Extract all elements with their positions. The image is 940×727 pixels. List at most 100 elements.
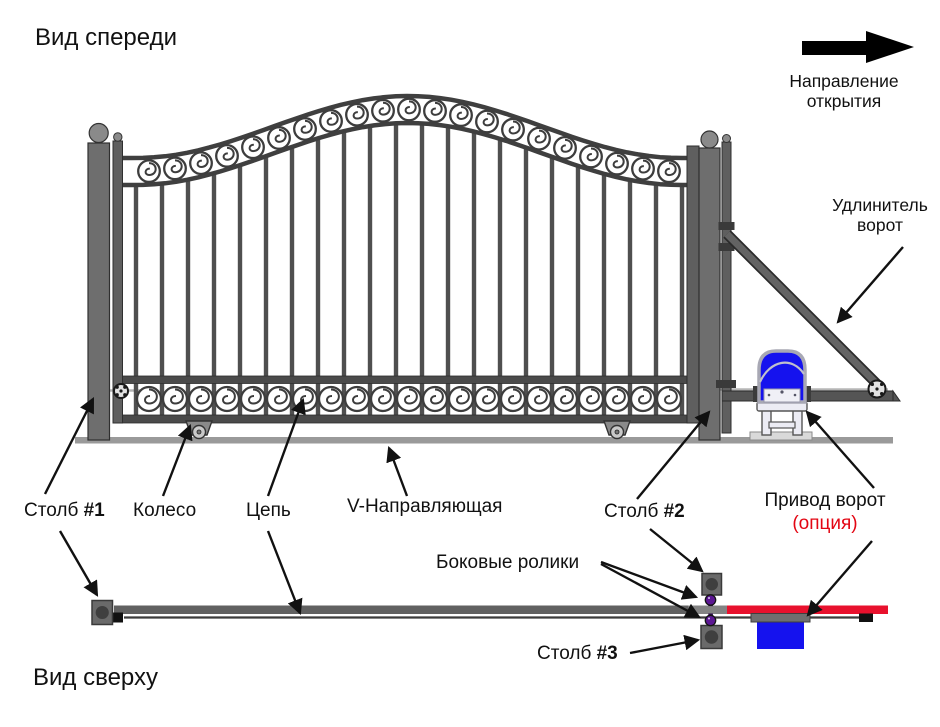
wheel-hub [196, 429, 202, 435]
scroll-curl [222, 388, 236, 405]
chain-pointer-down [266, 530, 303, 616]
gate-bar [263, 155, 269, 420]
bolt-plate [718, 243, 735, 251]
post-2-ball [700, 130, 719, 149]
post-3-top-view-core [704, 630, 719, 644]
sprocket-bolt [123, 393, 127, 397]
post1-pointer-down [58, 530, 99, 597]
gate-bar [549, 155, 555, 420]
label-drive-option: (опция) [792, 513, 858, 535]
sprocket-bolt [870, 382, 875, 387]
scroll-curl [144, 162, 157, 176]
chain-anchor-right [859, 613, 873, 622]
sprocket-bolt [879, 382, 884, 387]
gate-mid-rail [121, 375, 695, 384]
v-guide-rail [75, 437, 893, 444]
chain-pointer-up [266, 397, 306, 497]
scroll-curl [222, 146, 235, 161]
drive-pointer-up [805, 410, 875, 489]
scroll-curl [508, 120, 521, 135]
sprocket-hub [119, 389, 123, 393]
scroll-curl [196, 388, 210, 405]
post1-pointer-up [43, 397, 95, 495]
scroll-curl [378, 101, 391, 116]
scroll-curl [170, 388, 184, 405]
extender-finial [722, 134, 731, 143]
drive-pointer-down [806, 540, 873, 617]
side-rollers-pointer-2 [600, 562, 701, 619]
gate-posts [87, 122, 721, 441]
post-2 [698, 147, 721, 441]
sprocket-bolt [115, 393, 119, 397]
panel-dot [767, 393, 771, 397]
label-extender: Удлинитель ворот [832, 195, 928, 235]
scroll-curl [144, 388, 158, 405]
gate-bar [445, 125, 451, 420]
side-rollers-pointer-1 [600, 560, 699, 600]
scroll-curl [352, 105, 365, 120]
gate-bar [133, 184, 139, 420]
scroll-curl [430, 101, 443, 116]
front-view-title: Вид спереди [35, 24, 178, 51]
wheel-hub [614, 429, 620, 435]
arch-bottom-curve [122, 120, 693, 188]
scroll-curl [482, 388, 496, 405]
post-2-top-view-core [705, 578, 718, 591]
scroll-curl [638, 388, 652, 405]
label-post3: Столб #3 [537, 643, 618, 664]
scroll-curl [352, 388, 366, 405]
scroll-curl [482, 112, 495, 127]
extender-upright [721, 141, 732, 434]
gate-bar [575, 164, 581, 420]
gate-bar-roller-section [688, 605, 727, 614]
motor-clamp [753, 386, 760, 402]
gate-bar [185, 178, 191, 420]
scroll-curl [534, 129, 547, 144]
motor-top-view [757, 622, 804, 649]
gate-bar [341, 130, 347, 420]
scroll-curl [274, 388, 288, 405]
direction-label: Направление открытия [789, 71, 899, 111]
roller-highlight [708, 617, 710, 620]
motor-mount-top-view [750, 613, 811, 623]
left-stile-finial [113, 132, 123, 142]
label-post1: Столб #1 [24, 500, 105, 521]
label-post2: Столб #2 [604, 501, 685, 522]
motor-base-plate [749, 431, 813, 441]
scroll-curl [638, 159, 651, 174]
top-view-drawing [91, 572, 888, 650]
gate-panel [112, 93, 700, 440]
arch-top-curve [122, 93, 693, 161]
gate-bar [393, 122, 399, 421]
motor-clamp [804, 386, 811, 402]
sprocket-hub [875, 387, 879, 391]
scroll-curl [430, 388, 444, 405]
scroll-curl [274, 128, 287, 143]
post-1-top-view-core [95, 605, 109, 620]
gate-bar [237, 164, 243, 420]
scroll-curl [508, 388, 522, 405]
scroll-curl [612, 388, 626, 405]
scroll-curl [248, 388, 262, 405]
direction-arrow-icon [802, 31, 914, 63]
panel-dot [793, 393, 797, 397]
scroll-curl [612, 154, 625, 169]
chain-anchor-left [112, 612, 123, 623]
extender-top-view [727, 605, 888, 614]
gate-bar [289, 145, 295, 420]
gate-bar [601, 172, 607, 420]
gate-drive-motor [749, 349, 813, 441]
bolt-plate [716, 380, 736, 388]
scroll-curl [378, 388, 392, 405]
annotation-arrows [43, 246, 904, 655]
scroll-curl [586, 388, 600, 405]
sprocket-bolt [879, 391, 884, 396]
gate-bar [315, 137, 321, 420]
motor-stand-crossbar [768, 421, 796, 429]
scroll-curl [560, 138, 573, 153]
gate-bar [471, 130, 477, 420]
scroll-curl [326, 111, 339, 126]
scroll-curl [300, 119, 313, 134]
